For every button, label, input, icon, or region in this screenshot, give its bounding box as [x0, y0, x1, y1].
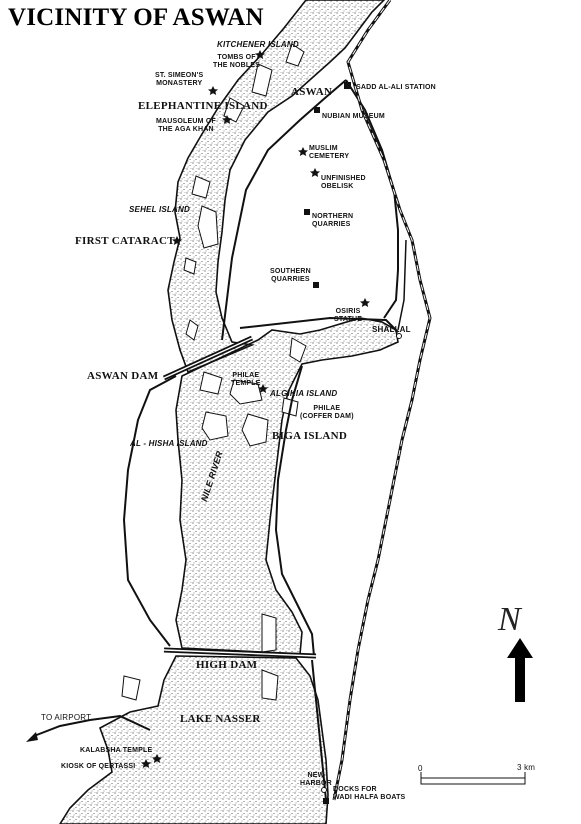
label-southern-quarries: SOUTHERN QUARRIES [270, 268, 311, 283]
label-tombs-of-the-nobles: TOMBS OF THE NOBLES [213, 54, 261, 69]
roads [33, 79, 399, 801]
label-algikia-island: ALGIKIA ISLAND [270, 389, 338, 398]
scale-bar-graphic [420, 772, 526, 785]
circle-icon [321, 787, 327, 793]
nile-river-middle [175, 317, 399, 655]
label-philae-temple: PHILAE TEMPLE [231, 372, 261, 387]
label-new-harbor: NEW HARBOR [300, 772, 332, 787]
star-icon [141, 759, 151, 768]
scale-bar-start: 0 [418, 764, 423, 773]
label-high-dam: HIGH DAM [196, 659, 258, 671]
label-muslim-cemetery: MUSLIM CEMETERY [309, 145, 350, 160]
label-to-airport: TO AIRPORT [41, 713, 92, 722]
square-icon [323, 798, 329, 804]
scale-bar-end: 3 km [517, 763, 536, 772]
north-arrow-icon [507, 638, 533, 702]
map-title: VICINITY OF ASWAN [8, 4, 264, 31]
star-icon [360, 298, 370, 307]
site-stars [141, 50, 370, 768]
dams [162, 335, 317, 659]
label-lake-nasser: LAKE NASSER [180, 713, 261, 725]
label-kitchener-island: KITCHENER ISLAND [217, 40, 299, 49]
square-icon [313, 282, 319, 288]
label-osiris-statue: OSIRIS STATUE [334, 308, 363, 323]
label-al-hisha-island: AL - HISHA ISLAND [130, 439, 208, 448]
label-mausoleum-of-the-aga-khan: MAUSOLEUM OF THE AGA KHAN [156, 118, 216, 133]
label-shallal: SHALLAL [372, 325, 411, 334]
star-icon [222, 115, 232, 124]
label-kalabsha-temple: KALABSHA TEMPLE [80, 747, 153, 754]
label-st-simeons-monastery: ST. SIMEON'S MONASTERY [155, 72, 204, 87]
label-unfinished-obelisk: UNFINISHED OBELISK [321, 175, 366, 190]
railway [332, 0, 432, 801]
label-philae-coffer-dam: PHILAE (COFFER DAM) [300, 405, 354, 420]
label-aswan: ASWAN [291, 86, 333, 98]
square-icon [314, 107, 320, 113]
label-sehel-island: SEHEL ISLAND [129, 205, 190, 214]
label-aswan-dam: ASWAN DAM [87, 370, 159, 382]
star-icon [310, 168, 320, 177]
label-kiosk-of-qertassi: KIOSK OF QERTASSI [61, 763, 136, 770]
star-icon [152, 754, 162, 763]
star-icon [258, 384, 268, 393]
label-northern-quarries: NORTHERN QUARRIES [312, 213, 354, 228]
star-icon [172, 236, 182, 245]
label-biga-island: BIGA ISLAND [272, 430, 348, 442]
star-icon [255, 50, 265, 59]
square-icon [304, 209, 310, 215]
label-first-cataract: FIRST CATARACT [75, 235, 175, 247]
circle-markers [321, 333, 402, 793]
label-elephantine-island: ELEPHANTINE ISLAND [138, 100, 268, 112]
star-icon [208, 86, 218, 95]
north-arrow-letter: N [498, 601, 521, 638]
airport-arrow-icon [26, 732, 38, 742]
square-icon [344, 82, 351, 89]
square-markers [304, 82, 351, 804]
circle-icon [396, 333, 402, 339]
label-docks-for-wadi-halfa-boats: DOCKS FOR WADI HALFA BOATS [333, 786, 406, 801]
star-icon [298, 147, 308, 156]
lake-nasser [59, 655, 329, 824]
label-sadd-al-ali-station: SADD AL-ALI STATION [356, 84, 436, 91]
label-nubian-museum: NUBIAN MUSEUM [322, 113, 385, 120]
